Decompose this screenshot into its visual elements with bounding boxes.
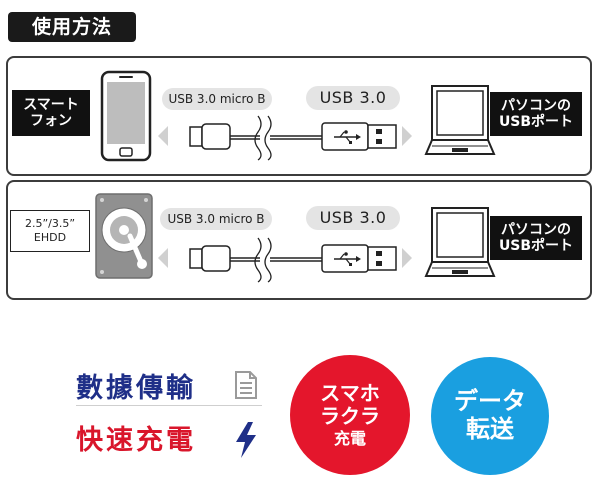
- pc-usb-port-label-2: パソコンの USBポート: [490, 216, 582, 260]
- feature-divider: [76, 405, 262, 406]
- lightning-icon: [236, 422, 256, 458]
- usb-connector-label: USB 3.0: [306, 86, 400, 110]
- usb-cable-illustration: [158, 115, 412, 161]
- data-transfer-badge: データ 転送: [431, 357, 549, 475]
- laptop-icon-2: [424, 207, 496, 277]
- usb-cable-illustration-2: [158, 237, 412, 283]
- hard-drive-icon: [95, 193, 153, 279]
- smartphone-label: スマート フォン: [12, 90, 90, 136]
- hdd-size-label: 2.5”/3.5” EHDD: [10, 210, 90, 252]
- micro-b-connector-label-2: USB 3.0 micro B: [160, 208, 272, 230]
- data-transfer-text: 數據傳輸: [76, 373, 196, 404]
- document-icon: [235, 371, 257, 399]
- smartphone-icon: [100, 70, 152, 162]
- right-arrow-icon: [402, 126, 412, 146]
- right-arrow-icon: [402, 248, 412, 268]
- smartphone-charge-badge: スマホ ラクラ 充電: [290, 355, 410, 475]
- laptop-icon: [424, 85, 496, 155]
- left-arrow-icon: [158, 126, 168, 146]
- page-title: 使用方法: [8, 12, 136, 42]
- fast-charge-text: 快速充電: [76, 425, 196, 456]
- usb-connector-label-2: USB 3.0: [306, 206, 400, 230]
- pc-usb-port-label: パソコンの USBポート: [490, 92, 582, 136]
- left-arrow-icon: [158, 248, 168, 268]
- micro-b-connector-label: USB 3.0 micro B: [162, 88, 272, 110]
